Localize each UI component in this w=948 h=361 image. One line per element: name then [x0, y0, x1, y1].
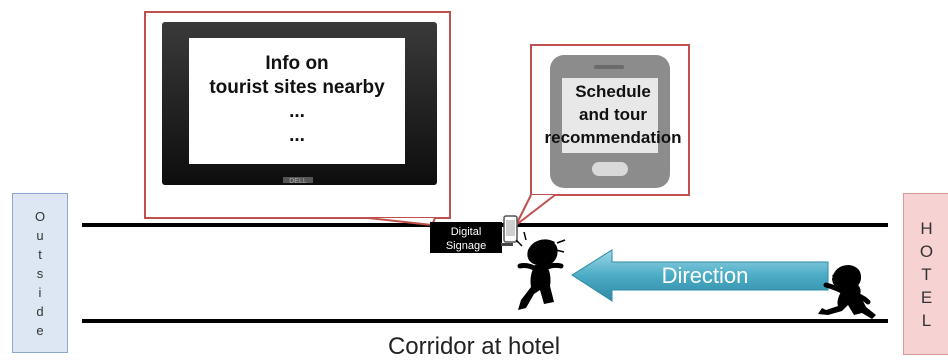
tv-info-line-2: tourist sites nearby [209, 77, 385, 98]
tv-screen [189, 38, 405, 164]
hotel-box: H O T E L [903, 193, 948, 355]
signage-label-line-2: Signage [446, 240, 486, 252]
outside-letter: s [36, 265, 44, 281]
direction-label: Direction [662, 263, 749, 288]
digital-signage [430, 222, 513, 253]
outside-letter: d [36, 303, 44, 319]
person-walking-icon [818, 265, 876, 319]
direction-arrow [571, 249, 829, 302]
diagram-caption: Corridor at hotel [387, 333, 561, 360]
hotel-letter: H [920, 218, 933, 238]
outside-letter: O [34, 208, 46, 224]
phone-info-text: Schedule and tour recommendation [535, 80, 691, 149]
phone-screen [562, 78, 658, 153]
outside-letter: t [38, 246, 42, 262]
hotel-letter: L [921, 310, 932, 330]
outside-letter: i [38, 284, 42, 300]
phone-callout [515, 44, 690, 226]
tv-info-line-4: ... [289, 125, 305, 146]
signage-label-line-1: Digital [451, 226, 482, 238]
outside-letter: e [36, 322, 44, 338]
outside-box: O u t s i d e [12, 193, 68, 353]
person-viewing-signage-icon [515, 231, 566, 310]
tv-info-line-3: ... [289, 101, 305, 122]
outside-letter: u [36, 227, 44, 243]
tv-brand-label: DELL [289, 178, 307, 185]
phone-home-button [592, 162, 628, 176]
phone-info-line-2: and tour [579, 105, 647, 124]
tv-callout [144, 11, 451, 227]
phone-info-line-3: recommendation [544, 128, 682, 147]
small-phone-icon [503, 215, 518, 243]
tv-info-line-1: Info on [265, 53, 329, 74]
phone-info-line-1: Schedule [575, 82, 651, 101]
hotel-letter: T [921, 264, 932, 284]
tv-info-text: Info on tourist sites nearby ... ... [190, 52, 404, 148]
hotel-letter: E [920, 287, 933, 307]
hotel-letter: O [919, 241, 934, 261]
